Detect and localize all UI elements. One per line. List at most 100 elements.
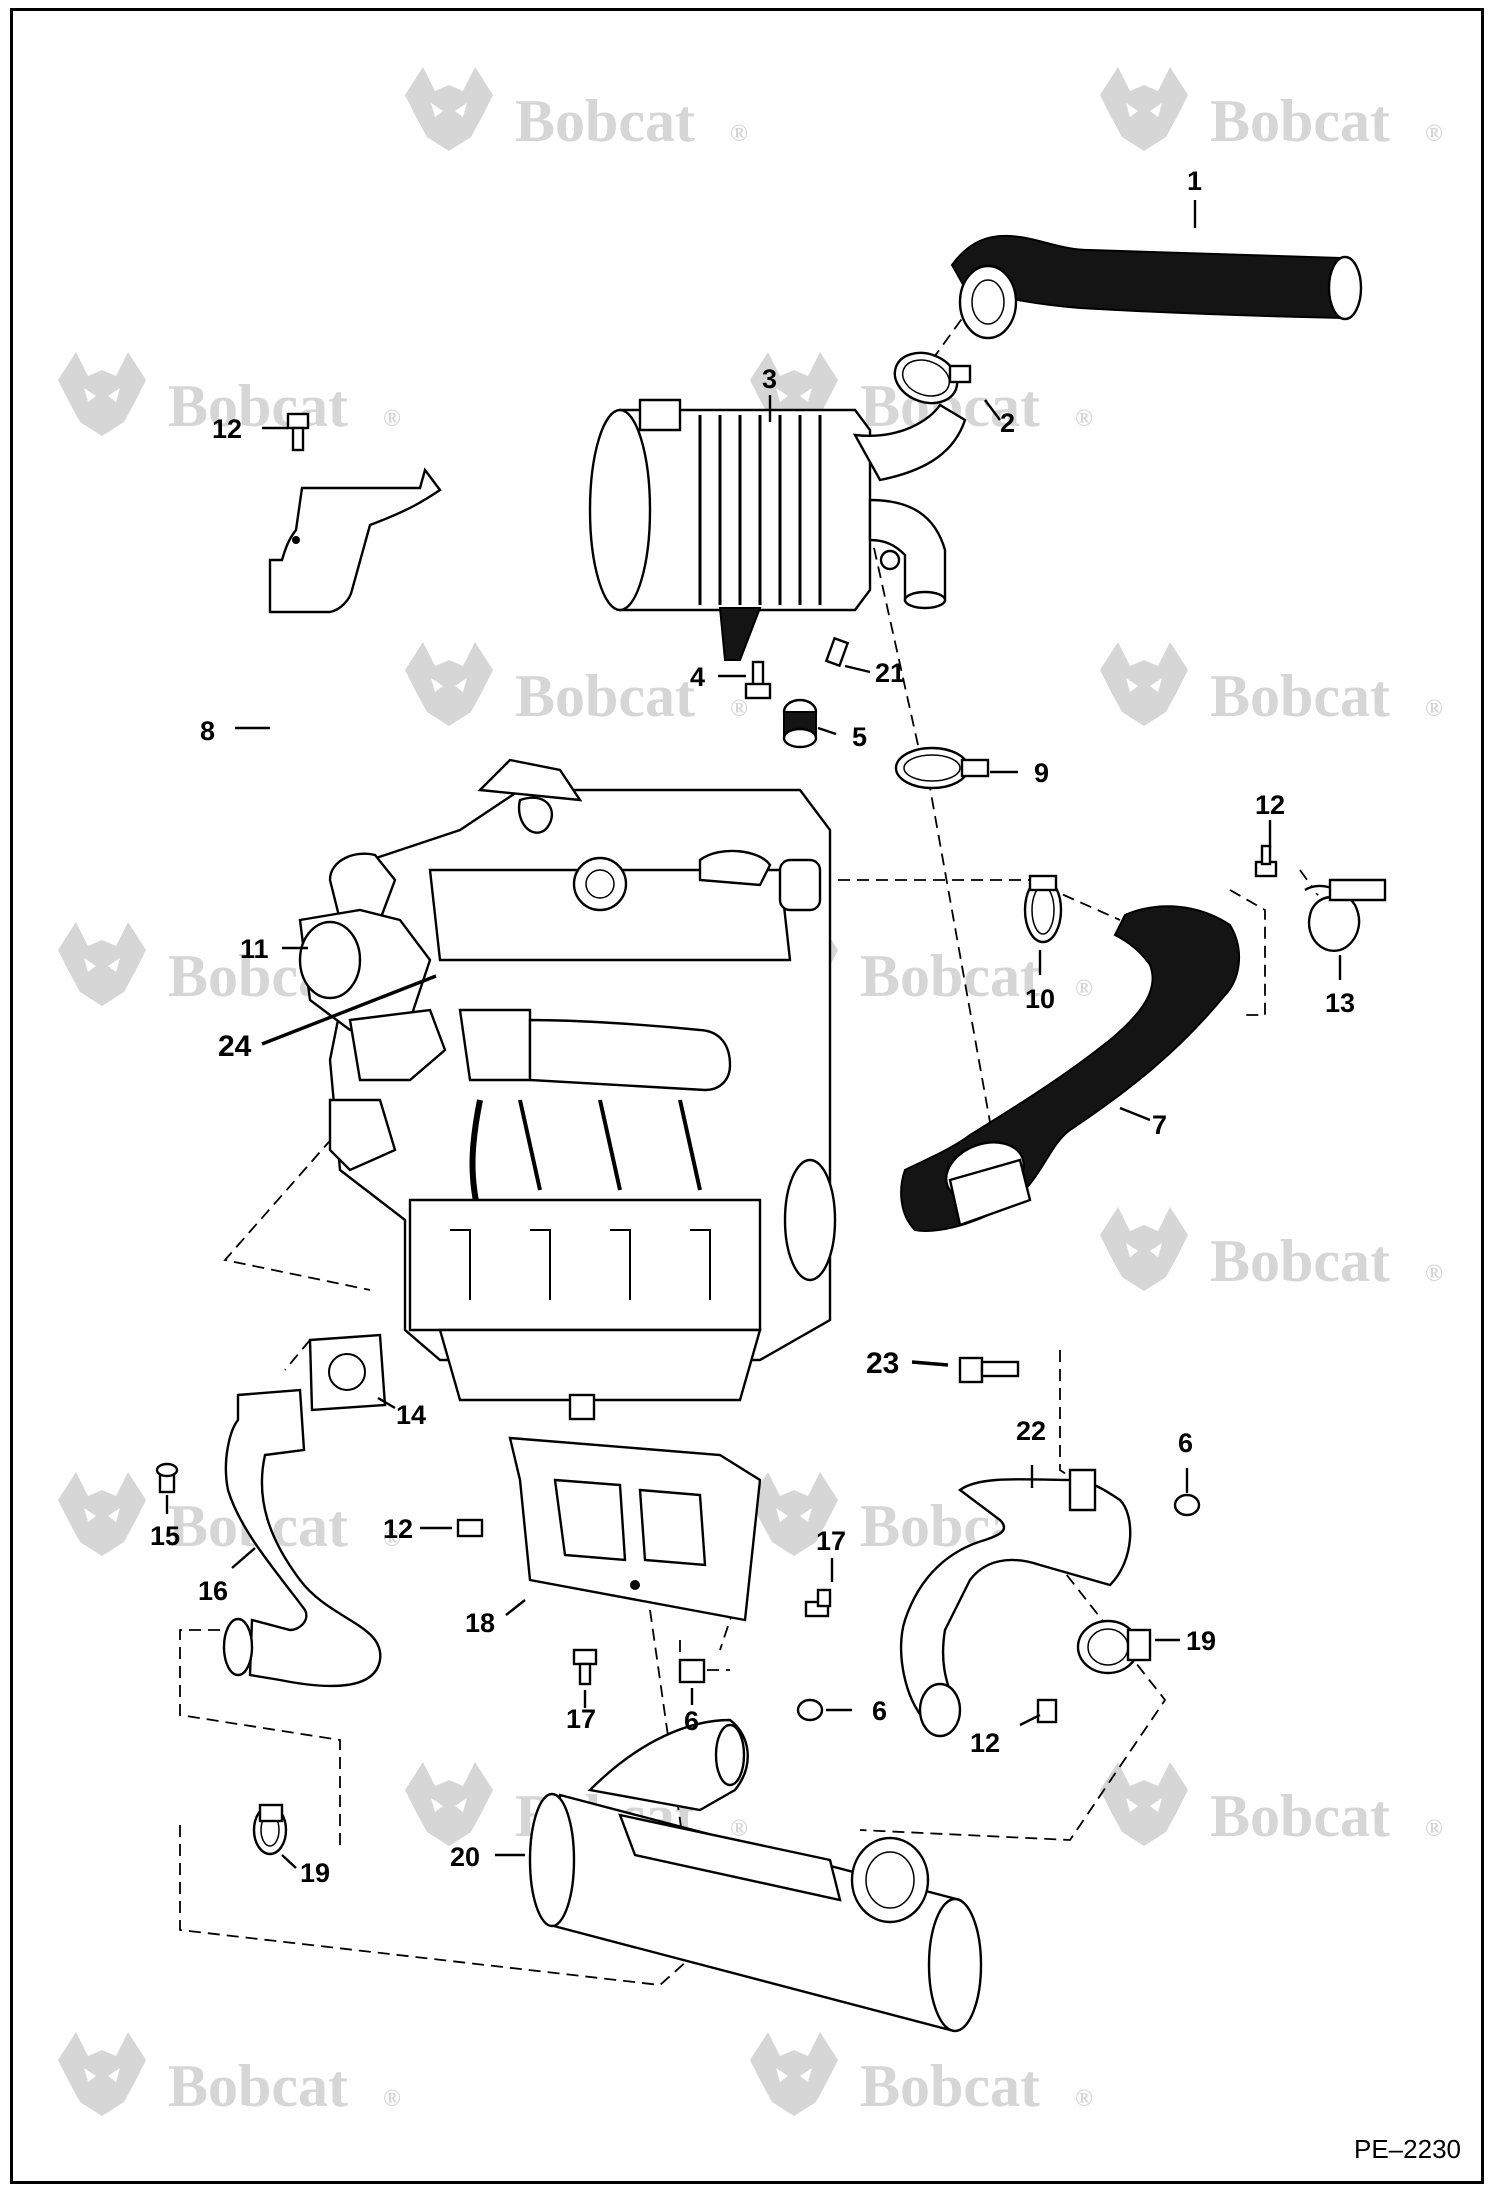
part-1-intake-hose [950, 234, 1363, 340]
watermark-brand: Bobcat [168, 2053, 348, 2119]
callout-19-b: 19 [300, 1858, 330, 1888]
callout-24: 24 [218, 1030, 252, 1063]
watermark-brand: Bobcat [1210, 663, 1390, 729]
callout-10: 10 [1025, 984, 1055, 1014]
part-6-nut-c [1173, 1493, 1201, 1517]
callout-11: 11 [240, 934, 269, 964]
callout-20: 20 [450, 1842, 480, 1872]
callout-17-b: 17 [566, 1704, 596, 1734]
callout-19-a: 19 [1186, 1626, 1216, 1656]
part-12-bolt-d [1036, 1698, 1058, 1724]
watermark: Bobcat ® [1100, 1762, 1443, 1849]
watermark-brand: Bobcat [1210, 88, 1390, 154]
watermark-mark: ® [1425, 696, 1443, 722]
watermark: Bobcat ® [405, 642, 748, 729]
part-9-clamp [894, 746, 990, 790]
part-13-p-clip [1304, 878, 1387, 952]
watermark-mark: ® [383, 406, 401, 432]
watermark: Bobcat ® [750, 922, 1093, 1009]
callout-8: 8 [200, 716, 215, 746]
watermark-mark: ® [1425, 1816, 1443, 1842]
watermark: Bobcat ® [405, 67, 748, 154]
watermark-brand: Bobcat [515, 88, 695, 154]
callout-22: 22 [1016, 1416, 1046, 1446]
watermark-brand: Bobcat [860, 943, 1040, 1009]
watermark: Bobcat ® [1100, 642, 1443, 729]
part-12-bolt-a [286, 412, 310, 452]
part-2-hose-clamp [893, 351, 972, 405]
watermark-brand: Bobcat [860, 2053, 1040, 2119]
part-20-muffler [528, 1718, 983, 2033]
part-19-clamp-b [252, 1803, 288, 1856]
watermark-mark: ® [1075, 2086, 1093, 2112]
watermark: Bobcat ® [58, 352, 401, 439]
callout-6-c: 6 [872, 1696, 887, 1726]
callout-1: 1 [1187, 166, 1202, 196]
callout-12-c: 12 [383, 1514, 413, 1544]
part-16-exhaust-pipe [222, 1388, 382, 1688]
watermark-mark: ® [730, 121, 748, 147]
part-3-air-cleaner [588, 398, 967, 661]
callout-15: 15 [150, 1521, 180, 1551]
part-17-bolt-b [572, 1648, 598, 1686]
callout-12-d: 12 [970, 1728, 1000, 1758]
assembly-lines [179, 279, 1326, 1986]
callout-23: 23 [866, 1347, 899, 1380]
watermark-mark: ® [383, 1526, 401, 1552]
part-6-nut-a [678, 1658, 706, 1684]
figure-reference: PE–2230 [1354, 2134, 1461, 2164]
watermark-brand: Bobcat [1210, 1228, 1390, 1294]
part-12-bolt-b [1254, 844, 1278, 878]
callout-13: 13 [1325, 988, 1355, 1018]
part-4-bolt [744, 660, 772, 700]
watermark-mark: ® [1425, 121, 1443, 147]
part-7-radiator-hose [900, 905, 1241, 1232]
watermark-brand: Bobcat [1210, 1783, 1390, 1849]
callout-2: 2 [1000, 408, 1015, 438]
callout-4: 4 [690, 662, 705, 692]
watermark-mark: ® [730, 1816, 748, 1842]
callout-5: 5 [852, 722, 867, 752]
callout-12-b: 12 [1255, 790, 1285, 820]
diagram-frame [10, 8, 1484, 2184]
callout-12-a: 12 [212, 414, 242, 444]
callout-21: 21 [875, 658, 905, 688]
part-23-bolt [958, 1356, 1020, 1384]
callout-17-a: 17 [816, 1526, 846, 1556]
watermark-mark: ® [1075, 976, 1093, 1002]
engine-assembly [298, 758, 837, 1421]
part-22-tail-pipe [899, 1468, 1132, 1738]
watermark: Bobcat ® [1100, 1207, 1443, 1294]
watermark: Bobcat ® [58, 2032, 401, 2119]
part-8-shield [268, 467, 442, 614]
callout-9: 9 [1034, 758, 1049, 788]
part-14-gasket [308, 1333, 387, 1412]
part-5-isolator [782, 698, 818, 749]
watermark: Bobcat ® [1100, 67, 1443, 154]
watermark-mark: ® [1425, 1261, 1443, 1287]
watermark-mark: ® [730, 696, 748, 722]
watermark-brand: Bobcat [168, 373, 348, 439]
part-15-bolt [155, 1462, 179, 1494]
callout-6-a: 6 [1178, 1428, 1193, 1458]
watermark: Bobcat ® [750, 2032, 1093, 2119]
part-19-clamp-a [1076, 1619, 1152, 1675]
part-21-fitting [824, 636, 850, 668]
part-12-bolt-c [456, 1518, 484, 1538]
watermark-mark: ® [383, 2086, 401, 2112]
callout-6-b: 6 [684, 1706, 699, 1736]
part-6-nut-b [796, 1698, 824, 1722]
callout-18: 18 [465, 1608, 495, 1638]
watermark-mark: ® [1075, 406, 1093, 432]
part-18-plate [508, 1436, 762, 1622]
callout-7: 7 [1152, 1110, 1167, 1140]
watermark-brand: Bobcat [515, 663, 695, 729]
part-17-bolt-a [804, 1588, 832, 1618]
callout-16: 16 [198, 1576, 228, 1606]
callouts: 1 2 3 4 5 6 6 6 7 8 9 10 11 12 12 12 12 … [150, 166, 1355, 1888]
callout-14: 14 [396, 1400, 426, 1430]
part-10-clamp [1023, 874, 1063, 944]
callout-3: 3 [762, 364, 777, 394]
leader-lines [165, 200, 1342, 1869]
